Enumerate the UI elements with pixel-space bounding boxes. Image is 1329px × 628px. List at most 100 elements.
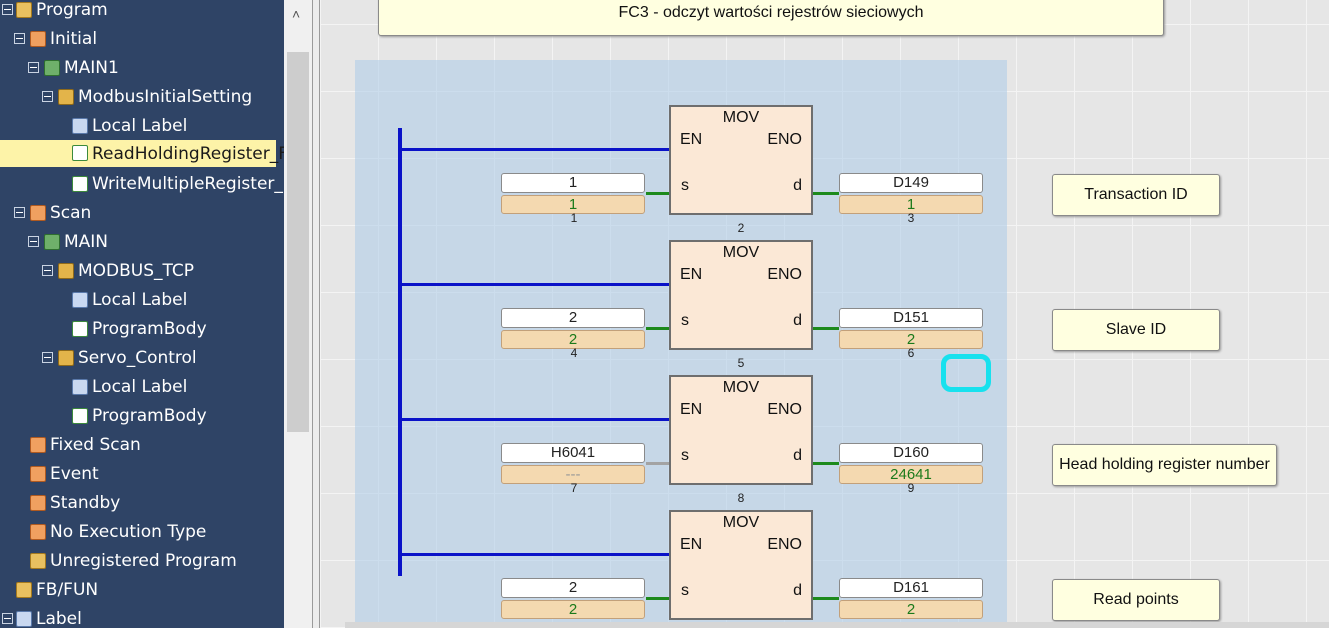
tree-item-no-execution-type[interactable]: No Execution Type [0, 522, 284, 551]
tree-item-main1[interactable]: MAIN1 [0, 58, 284, 87]
d-wire [813, 192, 839, 195]
program-body-icon [72, 321, 88, 337]
scroll-up-icon[interactable]: ˄ [292, 6, 301, 22]
device-comment[interactable]: Slave ID [1052, 309, 1220, 351]
tree-item-initial[interactable]: Initial [0, 29, 284, 58]
mov-function-block[interactable]: MOV EN ENO s d [669, 105, 813, 215]
tree-item-local-label[interactable]: Local Label [0, 116, 284, 145]
task-icon [30, 205, 46, 221]
tree-scrollbar[interactable]: ˄ [284, 0, 312, 628]
element-number: 3 [907, 211, 915, 225]
device-comment[interactable]: Transaction ID [1052, 174, 1220, 216]
program-icon [44, 234, 60, 250]
element-number: 1 [570, 211, 578, 225]
d-wire [813, 597, 839, 600]
ladder-editor[interactable]: FC3 - odczyt wartości rejestrów sieciowy… [320, 0, 1329, 628]
tree-item-label[interactable]: Label [0, 609, 284, 628]
element-number: 4 [570, 346, 578, 360]
element-number: 5 [737, 356, 745, 370]
tree-item-modbus-tcp[interactable]: MODBUS_TCP [0, 261, 284, 290]
en-wire [400, 283, 670, 286]
tree-item-programbody[interactable]: ProgramBody [0, 406, 284, 435]
tree-item-standby[interactable]: Standby [0, 493, 284, 522]
task-icon [30, 31, 46, 47]
source-operand[interactable]: H6041 [501, 443, 645, 463]
tree-item-programbody[interactable]: ProgramBody [0, 319, 284, 348]
source-operand[interactable]: 1 [501, 173, 645, 193]
element-number: 8 [737, 491, 745, 505]
collapse-toggle-icon[interactable] [42, 352, 53, 363]
collapse-toggle-icon[interactable] [28, 236, 39, 247]
fb-icon [58, 263, 74, 279]
local-label-icon [72, 379, 88, 395]
collapse-toggle-icon[interactable] [42, 91, 53, 102]
horizontal-scrollbar[interactable] [345, 622, 1329, 628]
d-wire [813, 462, 839, 465]
label-folder-icon [16, 611, 32, 627]
source-monitor-value: 1 [501, 195, 645, 214]
s-wire [646, 192, 669, 195]
collapse-toggle-icon[interactable] [2, 4, 13, 15]
device-comment[interactable]: Head holding register number [1052, 444, 1277, 486]
collapse-toggle-icon[interactable] [42, 265, 53, 276]
fb-icon [58, 89, 74, 105]
source-operand[interactable]: 2 [501, 308, 645, 328]
program-body-icon [72, 408, 88, 424]
tree-item-program[interactable]: Program [0, 0, 284, 29]
en-wire [400, 148, 670, 151]
collapse-toggle-icon[interactable] [14, 207, 25, 218]
tree-item-local-label[interactable]: Local Label [0, 377, 284, 406]
en-wire [400, 553, 670, 556]
tree-item-main[interactable]: MAIN [0, 232, 284, 261]
destination-operand[interactable]: D149 [839, 173, 983, 193]
s-wire [646, 327, 669, 330]
tree-item-scan[interactable]: Scan [0, 203, 284, 232]
pane-splitter[interactable] [312, 0, 320, 628]
destination-operand[interactable]: D161 [839, 578, 983, 598]
program-icon [44, 60, 60, 76]
destination-operand[interactable]: D160 [839, 443, 983, 463]
mov-function-block[interactable]: MOV EN ENO s d [669, 375, 813, 485]
local-label-icon [72, 292, 88, 308]
collapse-toggle-icon[interactable] [28, 62, 39, 73]
s-wire [646, 597, 669, 600]
element-number: 7 [570, 481, 578, 495]
collapse-toggle-icon[interactable] [2, 613, 13, 624]
tree-item-event[interactable]: Event [0, 464, 284, 493]
left-power-rail [398, 128, 402, 576]
folder-icon [30, 553, 46, 569]
destination-monitor-value: 1 [839, 195, 983, 214]
program-folder-icon [16, 2, 32, 18]
mov-function-block[interactable]: MOV EN ENO s d [669, 240, 813, 350]
en-wire [400, 418, 670, 421]
tree-item-modbusinitialsetting[interactable]: ModbusInitialSetting [0, 87, 284, 116]
tree-item-readholdingregister[interactable]: ReadHoldingRegister_FC [0, 140, 284, 167]
tree-item-fb-fun[interactable]: FB/FUN [0, 580, 284, 609]
tree-item-local-label[interactable]: Local Label [0, 290, 284, 319]
local-label-icon [72, 118, 88, 134]
rung-title-comment[interactable]: FC3 - odczyt wartości rejestrów sieciowy… [378, 0, 1164, 36]
source-operand[interactable]: 2 [501, 578, 645, 598]
task-icon [30, 466, 46, 482]
program-body-icon [72, 176, 88, 192]
program-body-icon [72, 145, 88, 161]
device-comment[interactable]: Read points [1052, 579, 1220, 621]
mov-function-block[interactable]: MOV EN ENO s d [669, 510, 813, 620]
collapse-toggle-icon[interactable] [14, 33, 25, 44]
tree-item-writemultipleregister[interactable]: WriteMultipleRegister_F [0, 174, 284, 203]
editor-cursor[interactable] [941, 354, 991, 392]
tree-item-unregistered-program[interactable]: Unregistered Program [0, 551, 284, 580]
fb-folder-icon [16, 582, 32, 598]
source-monitor-value: 2 [501, 600, 645, 619]
destination-monitor-value: 2 [839, 330, 983, 349]
destination-operand[interactable]: D151 [839, 308, 983, 328]
source-monitor-value: --- [501, 465, 645, 484]
task-icon [30, 437, 46, 453]
task-icon [30, 524, 46, 540]
project-tree[interactable]: Program Initial MAIN1 ModbusInitialSetti… [0, 0, 284, 628]
scrollbar-thumb[interactable] [287, 52, 309, 432]
fb-icon [58, 350, 74, 366]
tree-item-servo-control[interactable]: Servo_Control [0, 348, 284, 377]
tree-item-fixed-scan[interactable]: Fixed Scan [0, 435, 284, 464]
element-number: 6 [907, 346, 915, 360]
